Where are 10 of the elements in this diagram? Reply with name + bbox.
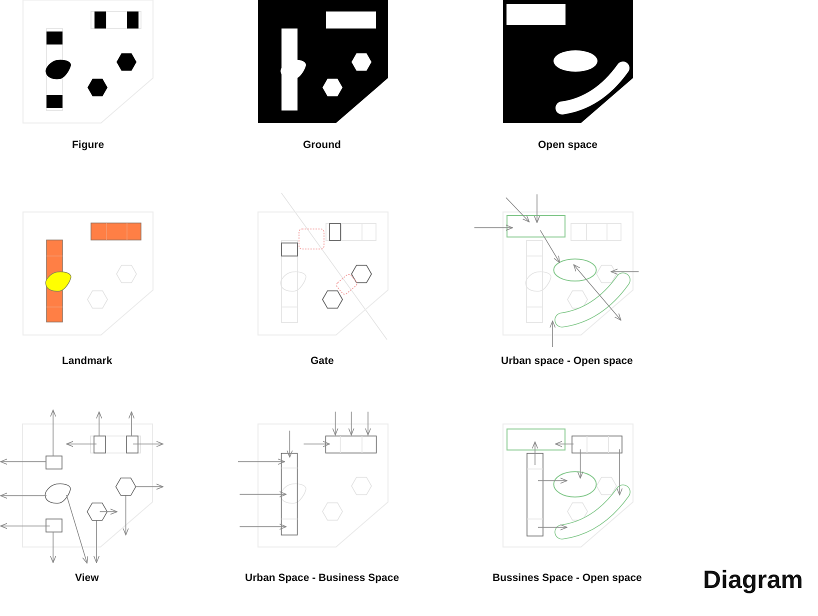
diagram-title: Diagram — [703, 566, 804, 595]
caption: Ground — [303, 138, 341, 152]
caption: View — [75, 572, 99, 584]
caption: Gate — [310, 355, 334, 368]
caption: Bussines Space - Open space — [492, 572, 642, 584]
caption: Figure — [72, 138, 104, 152]
caption: Open space — [538, 138, 598, 152]
caption: Urban Space - Business Space — [245, 572, 400, 584]
caption: Urban space - Open space — [501, 355, 633, 368]
caption: Landmark — [62, 355, 112, 368]
